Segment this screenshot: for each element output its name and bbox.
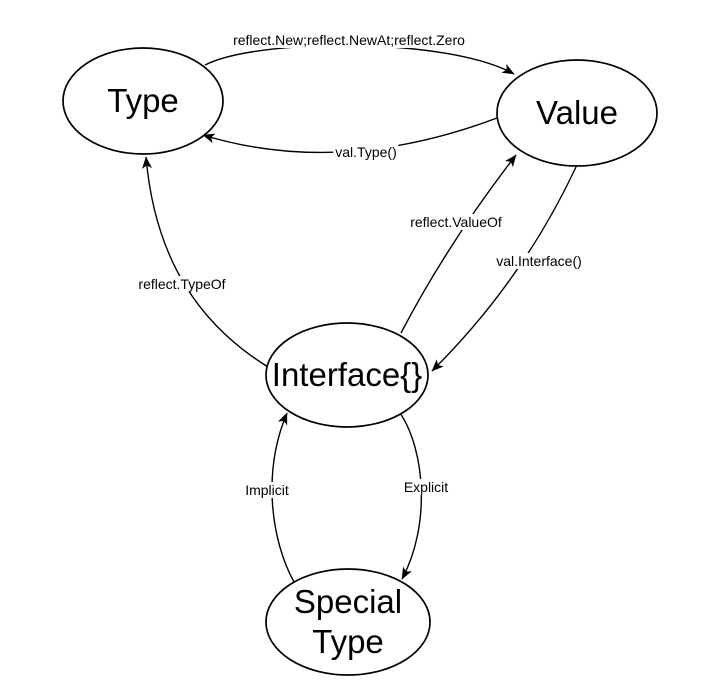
node-value-text: Value bbox=[536, 94, 618, 131]
edge-arrow-special-to-interface bbox=[271, 412, 295, 583]
edge-label-reflect-typeof: reflect.TypeOf bbox=[136, 276, 228, 292]
node-interface-text: Interface{} bbox=[271, 356, 423, 393]
node-special-type-text-line1: Special bbox=[293, 583, 403, 620]
nodes-layer bbox=[62, 47, 658, 676]
edge-arrow-interface-to-type bbox=[142, 156, 269, 368]
node-ellipse-special-type bbox=[265, 568, 431, 676]
node-label-value: Value bbox=[536, 93, 618, 133]
edge-label-implicit: Implicit bbox=[243, 482, 291, 498]
edge-label-val-type: val.Type() bbox=[333, 144, 399, 160]
edge-label-val-interface: val.Interface() bbox=[494, 253, 584, 269]
edge-label-explicit: Explicit bbox=[401, 479, 451, 495]
node-label-type: Type bbox=[107, 81, 179, 121]
edge-arrow-interface-to-special bbox=[399, 412, 422, 580]
node-label-interface: Interface{} bbox=[272, 355, 422, 395]
edge-label-reflect-new-newat-zero: reflect.New;reflect.NewAt;reflect.Zero bbox=[231, 32, 467, 48]
node-ellipse-value bbox=[496, 59, 658, 167]
node-label-special-type: Special Type bbox=[294, 582, 402, 662]
edge-arrow-interface-to-value bbox=[400, 154, 517, 334]
edge-arrow-value-to-interface bbox=[431, 166, 577, 372]
node-type-text: Type bbox=[107, 82, 179, 119]
node-ellipse-type bbox=[62, 47, 224, 155]
edge-label-reflect-valueof: reflect.ValueOf bbox=[408, 214, 504, 230]
node-ellipse-interface bbox=[265, 322, 429, 428]
edge-arrow-type-to-value bbox=[204, 44, 515, 75]
node-special-type-text-line2: Type bbox=[312, 623, 384, 660]
